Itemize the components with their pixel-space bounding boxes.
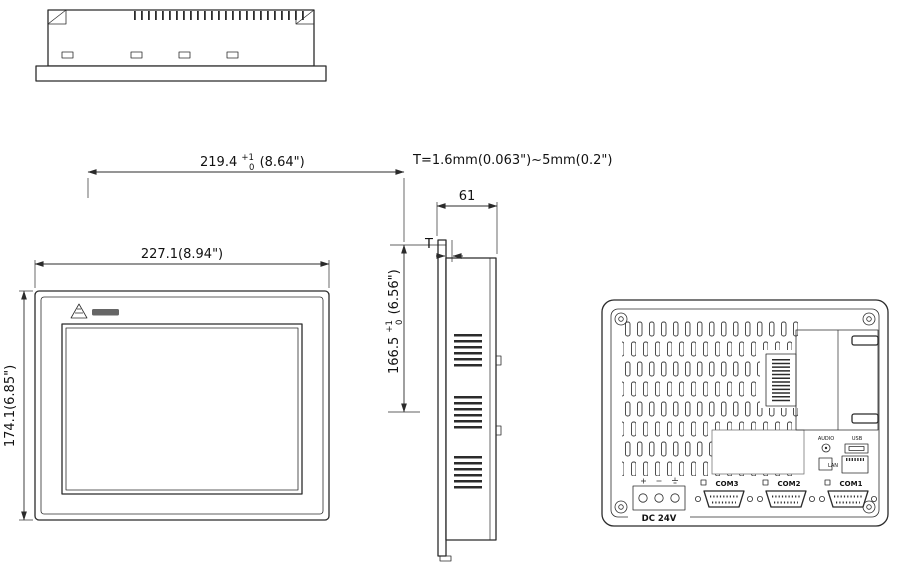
side-mount-screw-bottom: [495, 425, 502, 436]
dim-depth: 61: [436, 189, 498, 254]
touchscreen-inner-line: [65, 327, 299, 491]
dim-panel-thickness: T: [424, 237, 463, 262]
touchscreen: [61, 323, 303, 495]
com1-connector: [827, 490, 869, 508]
dim-cutout-width: 219.4 +1 0 (8.64"): [87, 149, 405, 242]
dim-depth-label: 61: [459, 189, 476, 204]
dim-front-height: 174.1(6.85"): [3, 290, 33, 521]
side-view: [437, 239, 502, 562]
expansion-slot: [760, 350, 800, 408]
top-view-mounting-slots: [61, 51, 239, 59]
rear-inner-line: [610, 308, 880, 518]
dim-front-width: 227.1(8.94"): [34, 247, 330, 288]
com3-label: COM3: [716, 480, 739, 488]
top-view: [35, 9, 327, 82]
front-view: [34, 290, 330, 521]
com1-label: COM1: [840, 480, 863, 488]
cutout-width-tol-plus: +1: [241, 153, 254, 163]
cover-clip-top: [851, 335, 879, 346]
com3-port: COM3: [695, 479, 754, 508]
rear-recess-cover: [795, 329, 879, 431]
dim-cutout-height-label: 166.5 +1 0 (6.56"): [381, 269, 406, 374]
lan-port: [841, 455, 869, 474]
delta-logo: [70, 303, 119, 319]
lan-label: LAN: [828, 463, 838, 469]
cutout-width-inches: (8.64"): [260, 155, 305, 170]
com2-port: COM2: [757, 479, 816, 508]
ground-mark: [672, 477, 678, 484]
cutout-height-tol-minus: 0: [395, 320, 405, 325]
cutout-height-value: 166.5: [387, 337, 402, 374]
front-bezel-inner-line: [40, 296, 324, 515]
dim-front-height-label: 174.1(6.85"): [3, 365, 18, 447]
cutout-height-inches: (6.56"): [387, 269, 402, 314]
side-bottom-tab: [439, 555, 452, 562]
dim-cutout-height: 166.5 +1 0 (6.56"): [381, 244, 446, 413]
dim-front-width-label: 227.1(8.94"): [141, 247, 223, 262]
cutout-height-tol-plus: +1: [385, 320, 395, 333]
cutout-width-value: 219.4: [200, 155, 237, 170]
com1-port: COM1: [819, 479, 878, 508]
audio-jack: [821, 443, 831, 453]
thickness-note: T=1.6mm(0.063")~5mm(0.2"): [412, 153, 612, 168]
dim-cutout-width-label: 219.4 +1 0 (8.64"): [200, 149, 305, 174]
side-bezel-plate: [437, 239, 447, 557]
top-view-corner-bracket-left: [47, 9, 67, 25]
usb-a-port: [844, 443, 869, 454]
delta-wordmark: [92, 309, 119, 316]
cutout-width-tol-minus: 0: [249, 163, 254, 173]
cover-clip-bottom: [851, 413, 879, 424]
com3-connector: [703, 490, 745, 508]
rear-nameplate: [711, 429, 805, 475]
dc-power-label: DC 24V: [642, 514, 677, 524]
usb-b-port: [818, 457, 833, 471]
rear-view: AUDIO USB LAN DC 24V COM3: [601, 299, 889, 527]
thickness-t-label: T: [424, 237, 433, 252]
usb-label: USB: [852, 436, 863, 442]
com2-connector: [765, 490, 807, 508]
audio-label: AUDIO: [818, 436, 834, 442]
side-mount-screw-top: [495, 355, 502, 366]
top-view-bezel-flange: [35, 65, 327, 82]
top-view-body: [47, 9, 315, 67]
io-port-cluster: AUDIO USB LAN: [818, 436, 869, 474]
dc-power-terminal: DC 24V: [628, 477, 690, 524]
side-body: [445, 257, 497, 541]
delta-triangle-icon: [70, 303, 88, 319]
com2-label: COM2: [778, 480, 801, 488]
rear-corner-screws: [614, 312, 876, 514]
plus-mark: [641, 478, 646, 484]
terminal-block: [632, 485, 686, 511]
